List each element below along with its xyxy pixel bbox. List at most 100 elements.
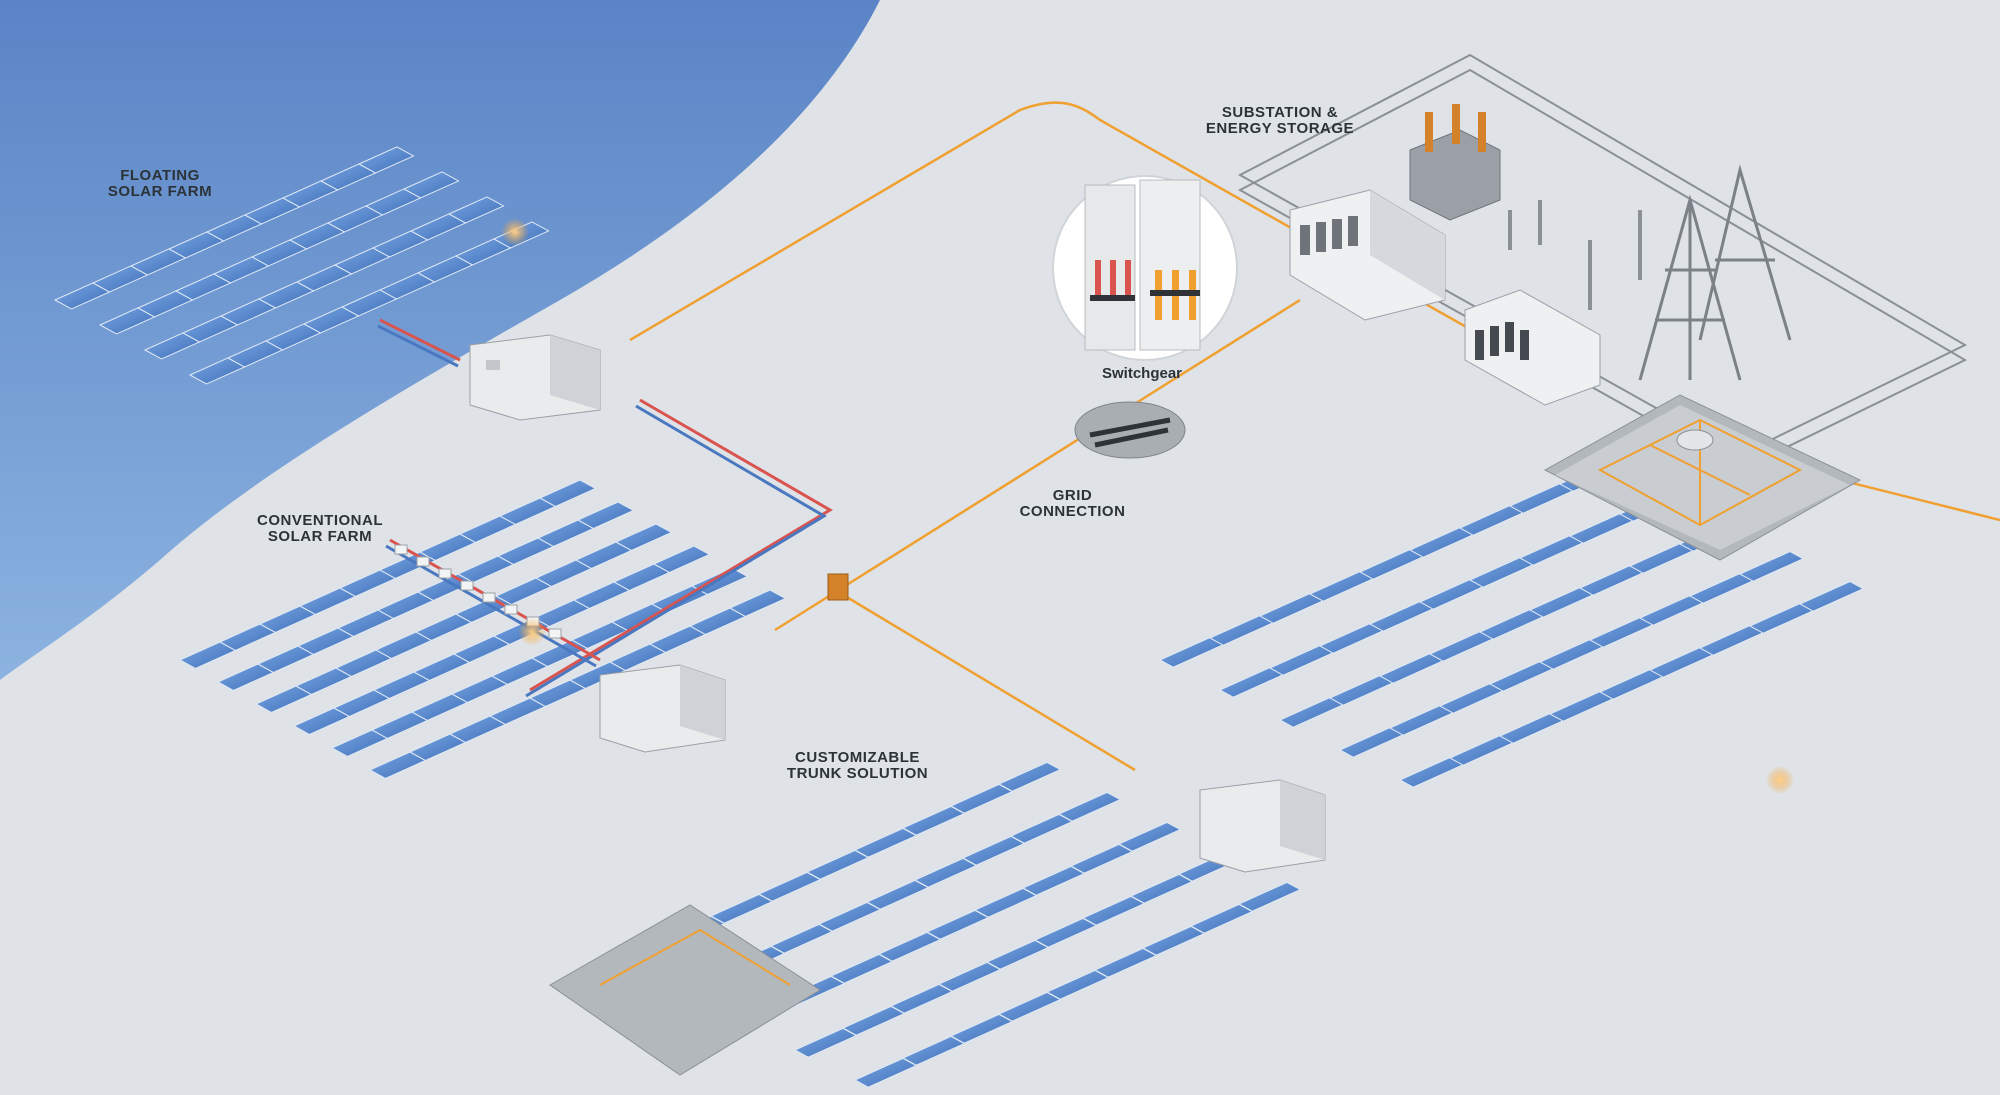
solar-panel — [1688, 572, 1755, 604]
solar-panel — [997, 761, 1062, 792]
solar-panel — [1093, 947, 1158, 978]
label-conventional-solar-farm: CONVENTIONAL SOLAR FARM — [257, 512, 383, 545]
solar-panel — [1508, 482, 1575, 514]
solar-panel — [1158, 636, 1225, 668]
junction-box-icon — [438, 568, 452, 579]
solar-panel — [1418, 578, 1485, 610]
solar-panel — [997, 991, 1062, 1022]
solar-panel — [913, 857, 978, 888]
solar-panel — [1588, 616, 1655, 648]
solar-panel — [901, 805, 966, 836]
solar-panel — [1468, 556, 1535, 588]
solar-panel — [757, 871, 822, 902]
right-solar-panels — [1158, 460, 1865, 788]
solar-panel — [973, 887, 1038, 918]
grid-cables — [629, 101, 2000, 772]
solar-panel — [1438, 682, 1505, 714]
inverter-cabinet-icon — [599, 664, 726, 753]
solar-panel — [1069, 843, 1134, 874]
solar-panel — [1428, 630, 1495, 662]
solar-panel — [1548, 690, 1615, 722]
solar-panel — [1081, 895, 1146, 926]
junction-box-icon — [460, 580, 474, 591]
cable-main-loop — [629, 101, 1561, 382]
solar-panel — [1518, 534, 1585, 566]
solar-panel — [1648, 646, 1715, 678]
solar-panel — [1129, 873, 1194, 904]
solar-panel — [901, 1035, 966, 1066]
solar-panel — [1308, 570, 1375, 602]
junction-box-icon — [548, 628, 562, 639]
solar-panel — [937, 961, 1002, 992]
junction-box-icon — [394, 544, 408, 555]
solar-panel — [1538, 638, 1605, 670]
solar-panel — [1638, 594, 1705, 626]
solar-panel — [357, 146, 415, 174]
solar-panel — [949, 783, 1014, 814]
solar-panel — [1488, 660, 1555, 692]
label-grid-connection: GRID CONNECTION — [1019, 487, 1126, 520]
solar-panel — [728, 589, 787, 617]
solar-panel — [1218, 666, 1285, 698]
solar-panel — [1798, 580, 1865, 612]
solar-panel — [1378, 652, 1445, 684]
solar-panel — [841, 1005, 906, 1036]
inverter-cabinet-icon — [1199, 779, 1326, 873]
solar-panel — [817, 901, 882, 932]
junction-box-icon — [504, 604, 518, 615]
solar-panel — [576, 501, 635, 529]
junction-box-icon — [482, 592, 496, 603]
solar-panel — [1141, 925, 1206, 956]
solar-panel — [949, 1013, 1014, 1044]
solar-panel — [1117, 821, 1182, 852]
solar-panel — [614, 523, 673, 551]
solar-panel — [805, 849, 870, 880]
solar-panel — [1268, 644, 1335, 676]
solar-panel — [925, 909, 990, 940]
cable-grid-connection — [774, 298, 1301, 632]
solar-panel — [402, 171, 460, 199]
solar-panel — [853, 827, 918, 858]
solar-panel — [829, 953, 894, 984]
solar-panel — [1045, 969, 1110, 1000]
solar-panel — [1033, 917, 1098, 948]
solar-panel — [1478, 608, 1545, 640]
junction-box-icon — [827, 573, 849, 601]
solar-panel — [1358, 548, 1425, 580]
solar-panel — [1598, 668, 1665, 700]
label-floating-solar-farm: FLOATING SOLAR FARM — [107, 167, 213, 200]
solar-panel — [865, 879, 930, 910]
solar-panel — [793, 1027, 858, 1058]
solar-panel — [1368, 600, 1435, 632]
label-switchgear: Switchgear — [1102, 365, 1183, 382]
solar-panel — [1021, 865, 1086, 896]
solar-panel — [769, 923, 834, 954]
junction-box-icon — [416, 556, 430, 567]
grid-connection-vault — [1074, 401, 1186, 459]
solar-panel — [1698, 624, 1765, 656]
solar-panel — [709, 893, 774, 924]
label-customizable-trunk-solution: CUSTOMIZABLE TRUNK SOLUTION — [786, 749, 929, 782]
solar-panel — [1278, 696, 1345, 728]
solar-panel — [1237, 881, 1302, 912]
solar-panel — [652, 545, 711, 573]
insulator-posts — [1508, 200, 1642, 310]
solar-panel — [1057, 791, 1122, 822]
solar-panel — [1318, 622, 1385, 654]
transformer-icon — [1409, 104, 1501, 221]
solar-panel — [1748, 602, 1815, 634]
solar-panel — [877, 931, 942, 962]
solar-panel — [1448, 734, 1515, 766]
transmission-tower-icon — [1638, 164, 1792, 381]
solar-panel — [853, 1057, 918, 1088]
solar-panel — [1009, 813, 1074, 844]
solar-panel — [1398, 756, 1465, 788]
solar-panel — [985, 939, 1050, 970]
switchgear-detail-icon — [1052, 175, 1238, 361]
solar-panel — [538, 479, 597, 507]
energy-storage-container — [1289, 189, 1446, 321]
water-body — [0, 0, 880, 680]
solar-panel — [961, 835, 1026, 866]
solar-panel — [1528, 586, 1595, 618]
